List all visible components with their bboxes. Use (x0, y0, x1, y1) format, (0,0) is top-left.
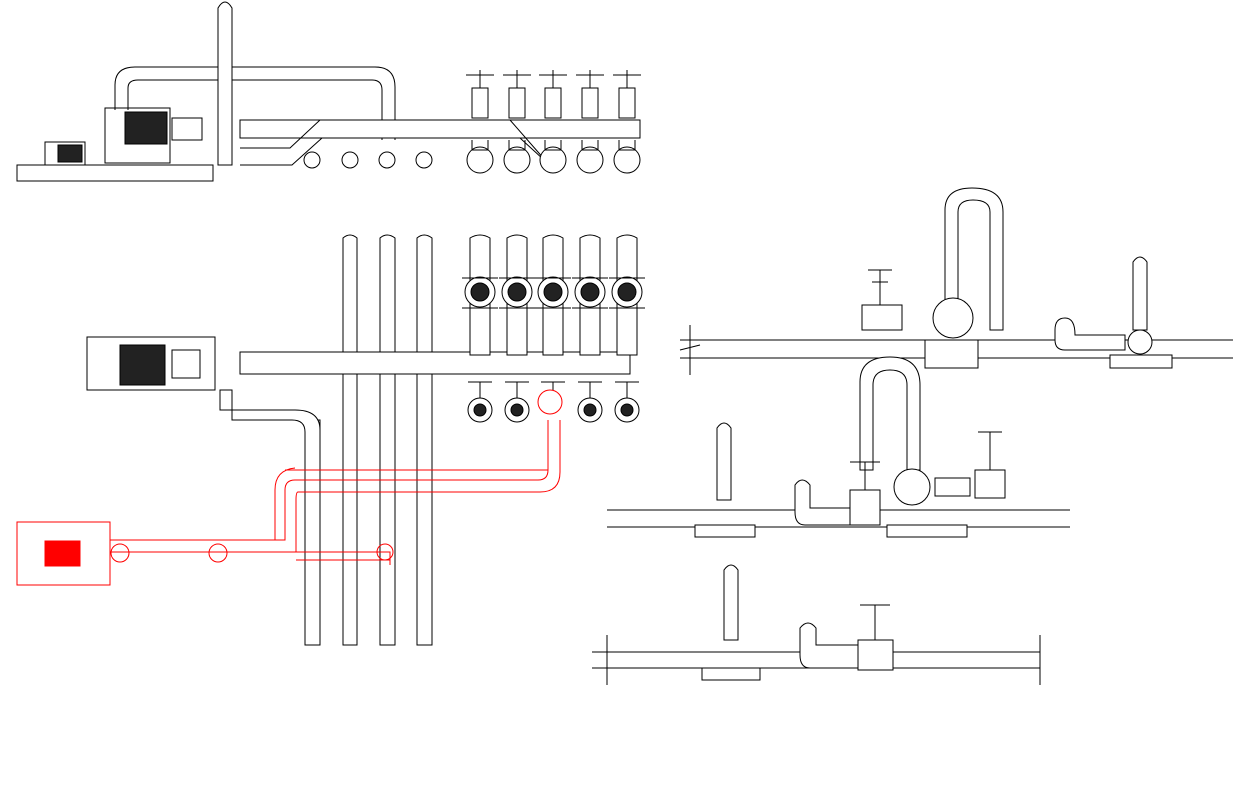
flange (503, 146, 531, 174)
u-loop-1 (944, 187, 1004, 331)
handwheel-icon (613, 70, 641, 88)
stack-1 (1132, 256, 1148, 331)
top-elevation-view (16, 1, 641, 182)
valve-stem-4 (860, 604, 890, 640)
handwheel-icon (576, 70, 604, 88)
side-elevation-1 (679, 187, 1233, 375)
gate-valve-2 (974, 469, 1006, 499)
highlighted-pipe-run (16, 389, 563, 586)
handwheel-icon (503, 70, 531, 88)
pump-base-3 (694, 524, 756, 538)
stack-2 (716, 422, 732, 501)
plan-valve (499, 234, 535, 423)
flange (539, 146, 567, 174)
top-valve (539, 70, 567, 174)
pump-casing-2 (893, 468, 931, 506)
diagonal-pipe (240, 119, 323, 166)
side-elevation-3 (592, 564, 1041, 685)
top-valve (613, 70, 641, 174)
plan-valve (462, 234, 498, 423)
flange (613, 146, 641, 174)
top-valve-bank (466, 70, 641, 174)
header-pipe (239, 119, 641, 139)
gate-valve-4 (857, 639, 894, 671)
gate-valve-1 (861, 304, 903, 331)
top-valve (466, 70, 494, 174)
gate-valve-3 (849, 489, 881, 526)
plan-valve (609, 234, 645, 423)
plan-valve (572, 234, 608, 423)
flange (466, 146, 494, 174)
valve-stem-3 (850, 461, 880, 490)
pump-base-1 (924, 339, 979, 369)
u-loop-2 (859, 356, 921, 471)
pump-base-5 (701, 667, 761, 681)
pump-base-plate (16, 164, 214, 182)
top-valve (503, 70, 531, 174)
handwheel-icon (539, 70, 567, 88)
valve-stem-1 (868, 269, 892, 305)
vertical-stack-pipe (217, 1, 233, 166)
motor-fins (57, 144, 83, 163)
plan-valve-bank (462, 234, 645, 423)
pump-plan (171, 349, 201, 379)
pump-base-2 (1109, 354, 1173, 369)
elbow-2 (794, 479, 851, 526)
top-circles (303, 151, 433, 169)
highlighted-motor (44, 540, 81, 567)
stack-3 (723, 564, 739, 641)
elbow-1 (1054, 317, 1126, 351)
loop-pipe (114, 66, 396, 140)
plan-valve (535, 234, 571, 398)
motor-large (124, 111, 168, 145)
elbow-3 (799, 622, 859, 669)
flange (576, 146, 604, 174)
plan-header-pipe (239, 351, 631, 375)
plan-view (16, 234, 645, 646)
riser-pipes (304, 234, 433, 646)
pump-casing-1 (932, 297, 974, 339)
grey-branch-pipe (219, 389, 321, 471)
side-elevation-2 (607, 356, 1070, 538)
pump-base-4 (886, 524, 968, 538)
top-valve (576, 70, 604, 174)
motor-plan (119, 344, 166, 386)
handwheel-icon (466, 70, 494, 88)
pump-coupling (171, 117, 203, 141)
valve-stem-2 (978, 431, 1002, 470)
